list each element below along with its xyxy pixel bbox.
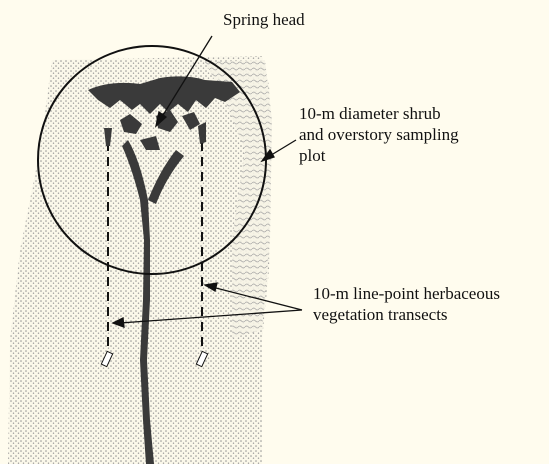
sampling-plot-label-line-3: plot — [299, 145, 539, 166]
sampling-plot-label-line-1: 10-m diameter shrub — [299, 103, 539, 124]
spring-head-label: Spring head — [223, 9, 305, 30]
transects-label-line-1: 10-m line-point herbaceous — [313, 283, 549, 304]
sampling-plot-label: 10-m diameter shrub and overstory sampli… — [299, 103, 539, 166]
transects-label-line-2: vegetation transects — [313, 304, 549, 325]
transects-label: 10-m line-point herbaceous vegetation tr… — [313, 283, 549, 325]
wet-meadow-area — [8, 56, 272, 464]
sampling-plot-label-line-2: and overstory sampling — [299, 124, 539, 145]
